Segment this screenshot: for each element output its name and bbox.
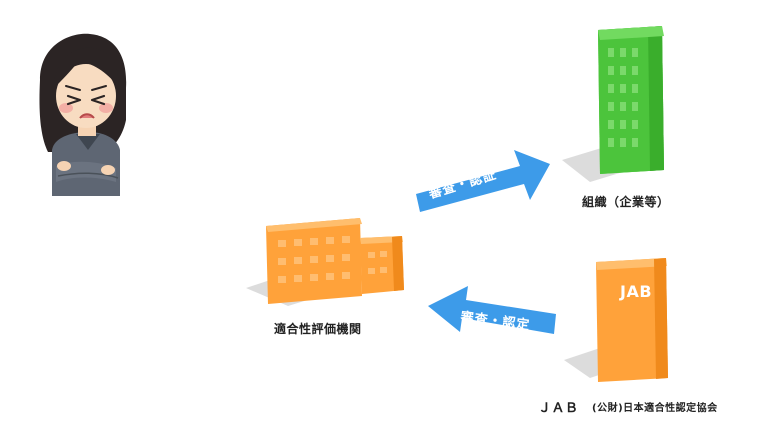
organization-building	[562, 26, 664, 182]
organization-label: 組織（企業等）	[582, 195, 670, 209]
jab-label-sub: (公財)日本適合性認定協会	[592, 403, 718, 414]
jab-building	[564, 258, 668, 382]
conformity-body-label: 適合性評価機関	[274, 322, 362, 336]
audit-certify-arrow	[416, 150, 550, 212]
worried-person-illustration	[39, 33, 127, 196]
jab-building-mark: JAB	[620, 282, 653, 301]
conformity-body-building	[246, 218, 404, 306]
jab-label-main: ＪＡＢ	[538, 401, 579, 416]
audit-accredit-arrow	[428, 286, 556, 334]
